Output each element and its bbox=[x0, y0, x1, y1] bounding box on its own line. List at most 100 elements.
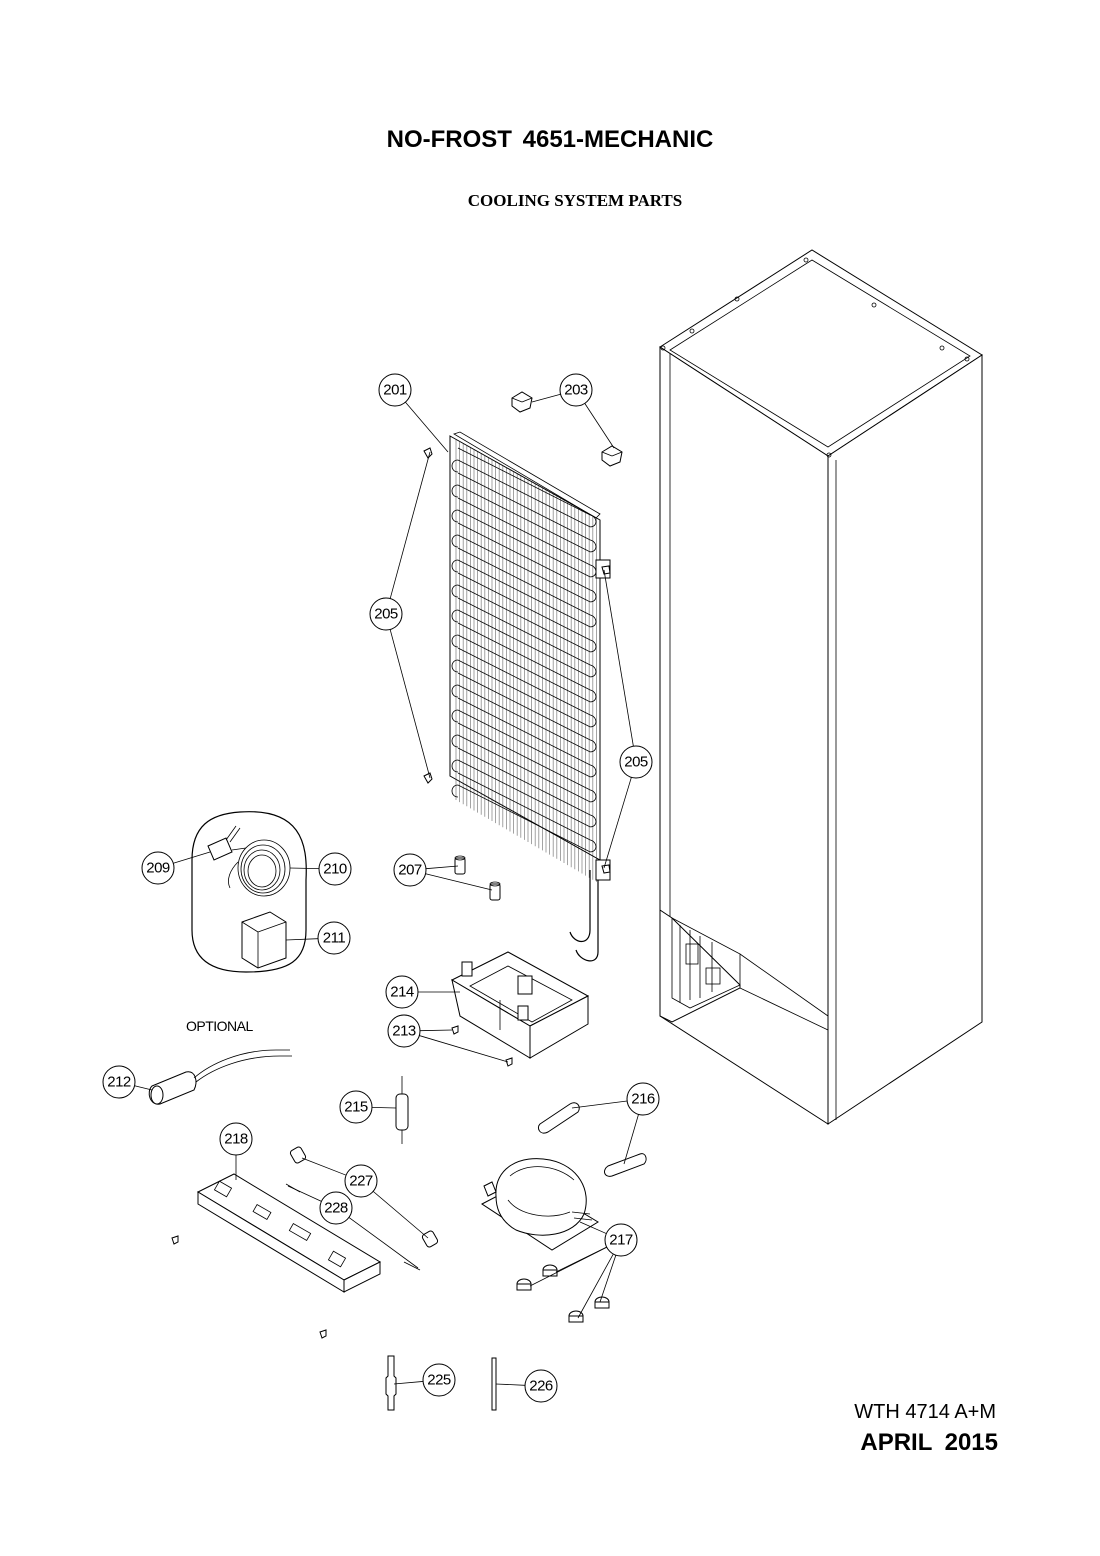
callout-circle bbox=[378, 373, 412, 407]
optional-label: OPTIONAL bbox=[186, 1018, 253, 1034]
leader-line-203 bbox=[531, 393, 561, 403]
callout-number: 214 bbox=[390, 984, 414, 1001]
callout-number: 203 bbox=[564, 382, 588, 399]
callout-203: 203 bbox=[559, 373, 593, 407]
capacitor bbox=[148, 1049, 292, 1105]
plate-screw bbox=[319, 1329, 327, 1339]
callout-number: 211 bbox=[323, 930, 346, 947]
callout-226: 226 bbox=[524, 1369, 558, 1403]
coil-loop bbox=[451, 472, 597, 553]
callout-number: 213 bbox=[392, 1023, 416, 1040]
coil-loop bbox=[451, 672, 597, 753]
condenser-screws bbox=[423, 447, 611, 881]
leader-line-216 bbox=[623, 1114, 639, 1165]
callout-211: 211 bbox=[317, 921, 351, 955]
leader-line-228 bbox=[287, 1185, 322, 1202]
callout-227: 227 bbox=[344, 1164, 378, 1198]
coil-loop bbox=[451, 647, 597, 728]
condenser-outlet-pipe bbox=[569, 870, 599, 962]
leader-line-226 bbox=[495, 1383, 526, 1386]
condenser-spacers bbox=[454, 855, 501, 901]
callout-216: 216 bbox=[626, 1082, 660, 1116]
callout-209: 209 bbox=[141, 851, 175, 885]
diagram-title: NO-FROST 4651-MECHANIC bbox=[386, 126, 714, 153]
coil-loop bbox=[451, 597, 597, 678]
leader-line-205b bbox=[603, 569, 634, 747]
callout-225: 225 bbox=[422, 1363, 456, 1397]
coil-loop bbox=[451, 772, 597, 853]
callout-circle bbox=[344, 1164, 378, 1198]
callout-circle bbox=[317, 921, 351, 955]
callout-number: 215 bbox=[344, 1099, 368, 1116]
callout-circle bbox=[393, 853, 427, 887]
callout-circle bbox=[219, 1122, 253, 1156]
callout-210: 210 bbox=[318, 852, 352, 886]
leader-line-205b bbox=[603, 777, 632, 869]
leader-line-217 bbox=[577, 1253, 614, 1319]
callout-214: 214 bbox=[385, 975, 419, 1009]
coil-loop bbox=[451, 497, 597, 578]
pipe-caps bbox=[289, 1146, 439, 1248]
leader-line-205a bbox=[389, 451, 431, 599]
callout-circle bbox=[619, 745, 653, 779]
leader-line-217 bbox=[529, 1246, 607, 1287]
callout-213: 213 bbox=[387, 1014, 421, 1048]
leader-line-207 bbox=[425, 865, 459, 870]
fridge-cabinet bbox=[659, 249, 983, 1125]
callout-212: 212 bbox=[102, 1065, 136, 1099]
leader-line-227 bbox=[372, 1191, 429, 1239]
tray-screw bbox=[505, 1057, 513, 1067]
leader-line-227 bbox=[301, 1157, 347, 1176]
leader-line-212 bbox=[134, 1085, 153, 1091]
coil-loop bbox=[451, 697, 597, 778]
relay-box bbox=[241, 911, 287, 969]
diagram-subtitle: COOLING SYSTEM PARTS bbox=[467, 191, 683, 210]
leader-line-225 bbox=[393, 1381, 424, 1385]
callout-circle bbox=[318, 852, 352, 886]
callout-205b: 205 bbox=[619, 745, 653, 779]
callout-number: 218 bbox=[224, 1131, 248, 1148]
callout-circle bbox=[339, 1090, 373, 1124]
callout-228: 228 bbox=[319, 1191, 353, 1225]
callout-207: 207 bbox=[393, 853, 427, 887]
callout-205a: 205 bbox=[369, 597, 403, 631]
coil-loop bbox=[451, 447, 597, 528]
leader-line-213 bbox=[419, 1035, 509, 1063]
leader-line-217 bbox=[599, 1255, 617, 1303]
coil-loop bbox=[451, 522, 597, 603]
tray-screw bbox=[451, 1025, 459, 1035]
pipe-connectors bbox=[385, 1355, 497, 1411]
leader-line-216 bbox=[571, 1100, 628, 1109]
callout-number: 205 bbox=[624, 754, 648, 771]
coil-loop bbox=[451, 572, 597, 653]
compressor-brackets bbox=[537, 1102, 647, 1177]
document-reference: WTH 4714 A+M bbox=[854, 1401, 996, 1423]
compressor-grommets bbox=[516, 1264, 610, 1323]
callout-number: 226 bbox=[529, 1378, 553, 1395]
callout-circle bbox=[387, 1014, 421, 1048]
callout-number: 228 bbox=[324, 1200, 348, 1217]
callout-number: 225 bbox=[427, 1372, 451, 1389]
optional-kit-group bbox=[191, 811, 307, 973]
callout-circle bbox=[604, 1223, 638, 1257]
callout-number: 210 bbox=[323, 861, 347, 878]
leader-line-215 bbox=[371, 1107, 397, 1109]
callout-circle bbox=[559, 373, 593, 407]
callout-leader-lines bbox=[134, 393, 639, 1386]
rubber-plugs bbox=[511, 391, 623, 467]
leader-line-228 bbox=[348, 1217, 419, 1269]
leader-line-201 bbox=[405, 401, 449, 453]
document-date: APRIL 2015 bbox=[860, 1429, 998, 1456]
leader-line-203 bbox=[584, 403, 615, 449]
leader-line-209 bbox=[173, 851, 211, 864]
callout-215: 215 bbox=[339, 1090, 373, 1124]
power-plug bbox=[207, 825, 247, 861]
callout-circle bbox=[319, 1191, 353, 1225]
leader-line-211 bbox=[285, 938, 319, 941]
callout-number: 207 bbox=[398, 862, 422, 879]
leader-line-210 bbox=[289, 867, 320, 870]
compressor bbox=[481, 1158, 599, 1251]
callout-number: 201 bbox=[383, 382, 407, 399]
callout-circle bbox=[524, 1369, 558, 1403]
